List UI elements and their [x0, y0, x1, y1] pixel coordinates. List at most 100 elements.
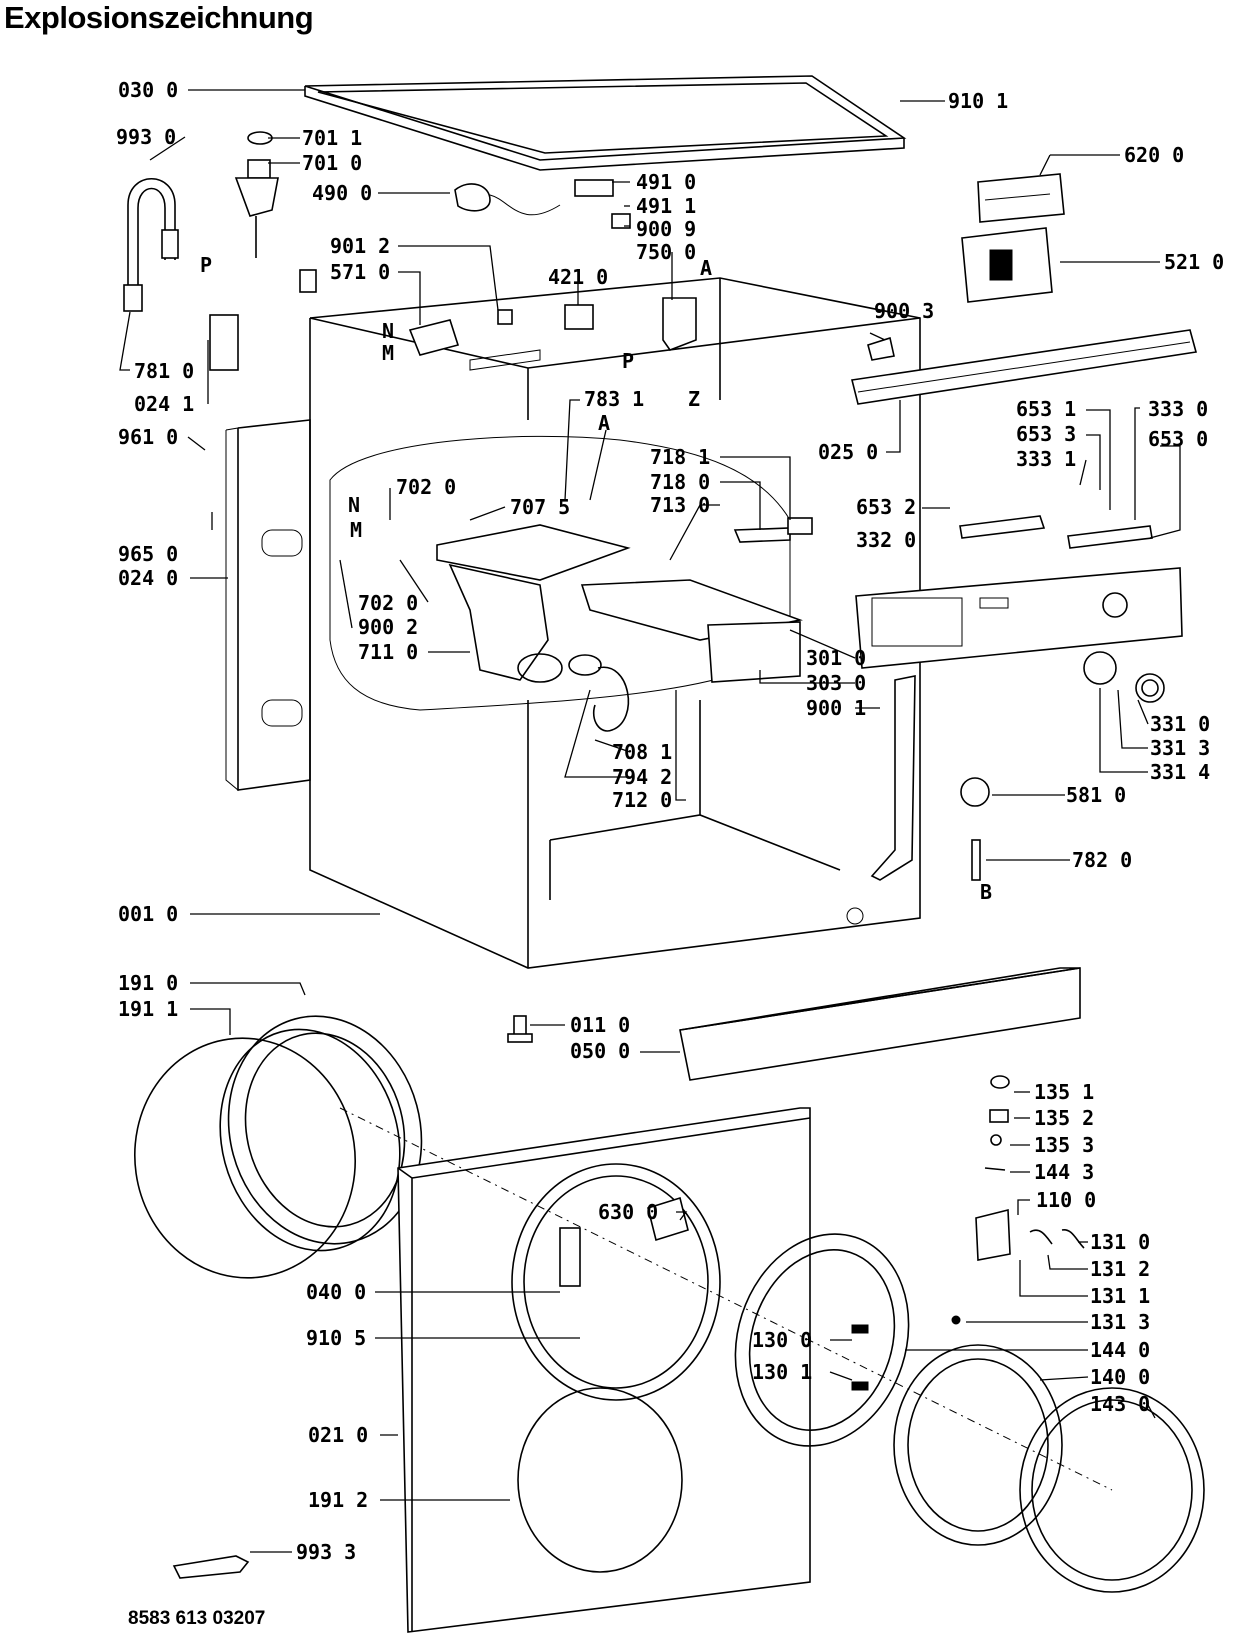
callout-label: 701 1 [302, 126, 362, 150]
front-panel-part [397, 1107, 811, 1633]
callout-label: 191 2 [308, 1488, 368, 1512]
marker-label: Z [688, 387, 700, 411]
callout-label: 707 5 [510, 495, 570, 519]
inlet-hose-part [123, 178, 179, 312]
callout-label: 783 1 [584, 387, 644, 411]
door-seal-part [133, 1015, 423, 1279]
callout-label: 712 0 [612, 788, 672, 812]
callout-label: 135 3 [1034, 1133, 1094, 1157]
callout-label: 653 2 [856, 495, 916, 519]
callout-label: 303 0 [806, 671, 866, 695]
callout-label: 653 1 [1016, 397, 1076, 421]
knob-parts [1083, 651, 1165, 703]
callout-label: 702 0 [358, 591, 418, 615]
callout-label: 713 0 [650, 493, 710, 517]
callout-label: 900 3 [874, 299, 934, 323]
callout-label: 581 0 [1066, 783, 1126, 807]
callout-label: 491 0 [636, 170, 696, 194]
hinge-parts [172, 1075, 1085, 1579]
pressure-switch-part [960, 777, 990, 881]
callout-label: 110 0 [1036, 1188, 1096, 1212]
callout-label: 993 0 [116, 125, 176, 149]
marker-label: B [980, 880, 992, 904]
callout-label: 794 2 [612, 765, 672, 789]
callout-label: 781 0 [134, 359, 194, 383]
callout-label: 708 1 [612, 740, 672, 764]
callout-label: 025 0 [818, 440, 878, 464]
callout-label: 711 0 [358, 640, 418, 664]
callout-label: 131 3 [1090, 1310, 1150, 1334]
callout-label: 135 2 [1034, 1106, 1094, 1130]
callout-labels: 030 0 910 1 993 0 701 1 701 0 490 0 491 … [116, 78, 1224, 1564]
callout-label: 001 0 [118, 902, 178, 926]
callout-label: 901 2 [330, 234, 390, 258]
callout-label: 331 4 [1150, 760, 1210, 784]
callout-label: 620 0 [1124, 143, 1184, 167]
callout-label: 900 1 [806, 696, 866, 720]
callout-label: 653 3 [1016, 422, 1076, 446]
callout-label: 143 0 [1090, 1392, 1150, 1416]
callout-label: 131 0 [1090, 1230, 1150, 1254]
callout-label: 701 0 [302, 151, 362, 175]
callout-label: 630 0 [598, 1200, 658, 1224]
callout-label: 331 0 [1150, 712, 1210, 736]
callout-label: 490 0 [312, 181, 372, 205]
dispenser-parts [436, 517, 813, 732]
callout-label: 702 0 [396, 475, 456, 499]
callout-label: 782 0 [1072, 848, 1132, 872]
top-cover-part [304, 75, 907, 171]
marker-label: P [200, 253, 212, 277]
electronics-parts [961, 173, 1065, 303]
rail-part [851, 329, 1198, 405]
callout-label: 144 3 [1034, 1160, 1094, 1184]
side-bracket-part [870, 675, 916, 881]
page-title: Explosionszeichnung [4, 0, 314, 35]
callout-label: 900 2 [358, 615, 418, 639]
callout-label: 021 0 [308, 1423, 368, 1447]
callout-label: 140 0 [1090, 1365, 1150, 1389]
callout-label: 144 0 [1090, 1338, 1150, 1362]
callout-label: 131 1 [1090, 1284, 1150, 1308]
callout-label: 135 1 [1034, 1080, 1094, 1104]
control-panel-part [855, 515, 1183, 669]
callout-label: 011 0 [570, 1013, 630, 1037]
marker-label: P [622, 349, 634, 373]
callout-label: 993 3 [296, 1540, 356, 1564]
callout-label: 653 0 [1148, 427, 1208, 451]
callout-label: 421 0 [548, 265, 608, 289]
marker-label: A [598, 411, 610, 435]
callout-label: 130 0 [752, 1328, 812, 1352]
callout-label: 040 0 [306, 1280, 366, 1304]
callout-label: 910 1 [948, 89, 1008, 113]
callout-label: 131 2 [1090, 1257, 1150, 1281]
callout-label: 521 0 [1164, 250, 1224, 274]
callout-label: 191 0 [118, 971, 178, 995]
marker-label: A [700, 256, 712, 280]
callout-label: 130 1 [752, 1360, 812, 1384]
callout-label: 333 1 [1016, 447, 1076, 471]
callout-label: 050 0 [570, 1039, 630, 1063]
callout-label: 030 0 [118, 78, 178, 102]
parts-geometry [123, 75, 1205, 1633]
valve-parts [209, 131, 895, 371]
callout-label: 718 1 [650, 445, 710, 469]
callout-label: 900 9 [636, 217, 696, 241]
marker-label: M [382, 341, 394, 365]
marker-label: N [348, 493, 360, 517]
door-ring-parts [734, 1233, 1205, 1593]
marker-label: M [350, 518, 362, 542]
callout-label: 491 1 [636, 194, 696, 218]
callout-label: 024 0 [118, 566, 178, 590]
callout-label: 750 0 [636, 240, 696, 264]
document-number: 8583 613 03207 [128, 1608, 266, 1629]
callout-label: 331 3 [1150, 736, 1210, 760]
plinth-part [507, 967, 1081, 1081]
rear-wall-part [225, 419, 311, 792]
letter-markers: P N M A P Z A N M B [200, 253, 992, 904]
callout-label: 718 0 [650, 470, 710, 494]
cabinet-part [309, 277, 921, 969]
callout-label: 301 0 [806, 646, 866, 670]
callout-label: 910 5 [306, 1326, 366, 1350]
callout-label: 571 0 [330, 260, 390, 284]
